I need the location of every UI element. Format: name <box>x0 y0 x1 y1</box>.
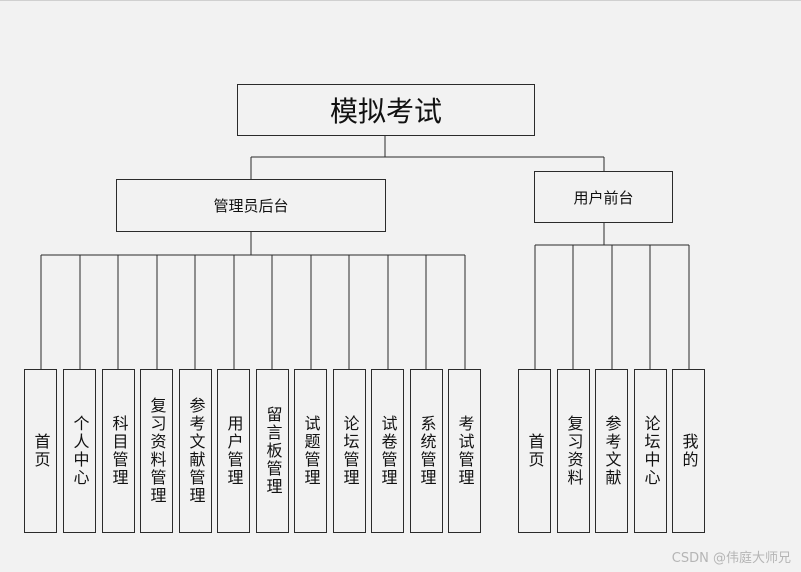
user-leaf-label: 复习资料 <box>564 415 584 487</box>
root-node-label: 模拟考试 <box>329 95 442 128</box>
user-leaf-label: 论坛中心 <box>641 415 661 487</box>
user-leaf-home: 首页 <box>518 369 551 533</box>
user-leaf-mine: 我的 <box>672 369 705 533</box>
admin-leaf-home: 首页 <box>24 369 57 533</box>
admin-leaf-personal-center: 个人中心 <box>63 369 96 533</box>
admin-leaf-label: 试卷管理 <box>378 415 398 487</box>
user-frontend-node: 用户前台 <box>534 171 673 223</box>
admin-leaf-reference-mgmt: 参考文献管理 <box>179 369 212 533</box>
admin-leaf-user-mgmt: 用户管理 <box>217 369 250 533</box>
admin-leaf-review-material-mgmt: 复习资料管理 <box>140 369 173 533</box>
admin-leaf-subject-mgmt: 科目管理 <box>102 369 135 533</box>
admin-leaf-system-mgmt: 系统管理 <box>410 369 443 533</box>
admin-leaf-forum-mgmt: 论坛管理 <box>333 369 366 533</box>
user-leaf-label: 参考文献 <box>602 415 622 487</box>
admin-leaf-message-board-mgmt: 留言板管理 <box>256 369 289 533</box>
admin-leaf-label: 首页 <box>31 433 51 469</box>
admin-leaf-label: 论坛管理 <box>340 415 360 487</box>
user-leaf-forum-center: 论坛中心 <box>634 369 667 533</box>
user-frontend-label: 用户前台 <box>573 188 634 207</box>
admin-leaf-label: 留言板管理 <box>263 406 283 496</box>
watermark: CSDN @伟庭大师兄 <box>671 551 791 566</box>
top-border <box>0 0 801 1</box>
admin-leaf-label: 用户管理 <box>224 415 244 487</box>
admin-leaf-label: 个人中心 <box>70 415 90 487</box>
admin-leaf-exam-mgmt: 考试管理 <box>448 369 481 533</box>
admin-leaf-label: 科目管理 <box>109 415 129 487</box>
admin-leaf-question-mgmt: 试题管理 <box>294 369 327 533</box>
root-node: 模拟考试 <box>237 84 535 136</box>
admin-leaf-label: 试题管理 <box>301 415 321 487</box>
user-leaf-review-material: 复习资料 <box>557 369 590 533</box>
admin-leaf-label: 复习资料管理 <box>147 397 167 505</box>
user-leaf-reference: 参考文献 <box>595 369 628 533</box>
admin-backend-label: 管理员后台 <box>213 197 289 215</box>
user-leaf-label: 首页 <box>525 433 545 469</box>
admin-leaf-paper-mgmt: 试卷管理 <box>371 369 404 533</box>
admin-leaf-label: 系统管理 <box>417 415 437 487</box>
admin-backend-node: 管理员后台 <box>116 179 386 232</box>
admin-leaf-label: 参考文献管理 <box>186 397 206 505</box>
admin-leaf-label: 考试管理 <box>455 415 475 487</box>
user-leaf-label: 我的 <box>679 433 699 469</box>
